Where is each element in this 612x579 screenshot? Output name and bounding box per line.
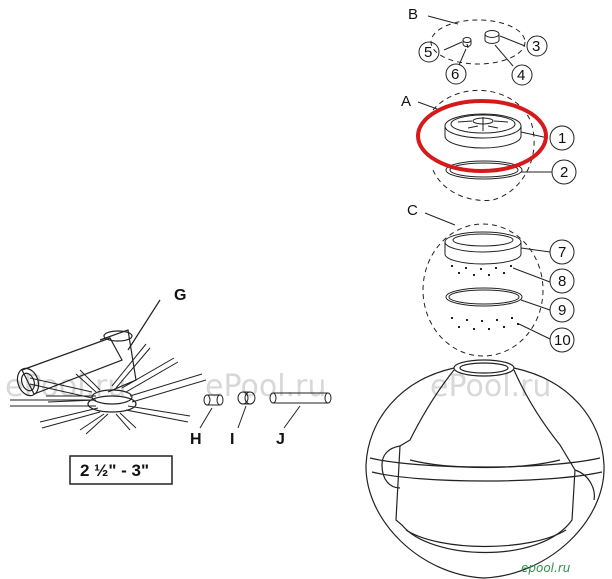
part-label-1: 1 <box>558 130 566 147</box>
part-label-h: H <box>190 431 202 448</box>
label-group-a: A <box>401 93 411 110</box>
watermark-center: ePool.ru <box>205 369 326 404</box>
part-label-9: 9 <box>558 302 566 319</box>
lateral-collector <box>10 299 207 435</box>
part-label-6: 6 <box>451 66 459 83</box>
part-label-7: 7 <box>558 244 566 261</box>
highlight-ring <box>416 99 548 173</box>
group-a <box>417 89 577 201</box>
watermark-right: ePool.ru <box>430 369 551 404</box>
small-fittings <box>199 391 332 429</box>
filter-tank <box>365 359 605 579</box>
part-label-3: 3 <box>532 38 540 55</box>
part-label-10: 10 <box>554 332 571 349</box>
part-label-2: 2 <box>560 164 568 181</box>
part-label-g: G <box>174 287 186 304</box>
part-label-8: 8 <box>558 273 566 290</box>
group-c <box>422 212 575 357</box>
pipe-size-box <box>69 455 173 485</box>
brand-logo: epool.ru <box>521 561 571 575</box>
part-label-j: J <box>276 431 285 448</box>
part-label-4: 4 <box>517 67 525 84</box>
label-group-c: C <box>407 202 418 219</box>
part-label-5: 5 <box>424 44 432 61</box>
label-group-b: B <box>408 6 418 23</box>
part-label-i: I <box>230 431 234 448</box>
group-b <box>418 15 548 86</box>
pipe-size-label: 2 ½" - 3" <box>80 461 149 480</box>
